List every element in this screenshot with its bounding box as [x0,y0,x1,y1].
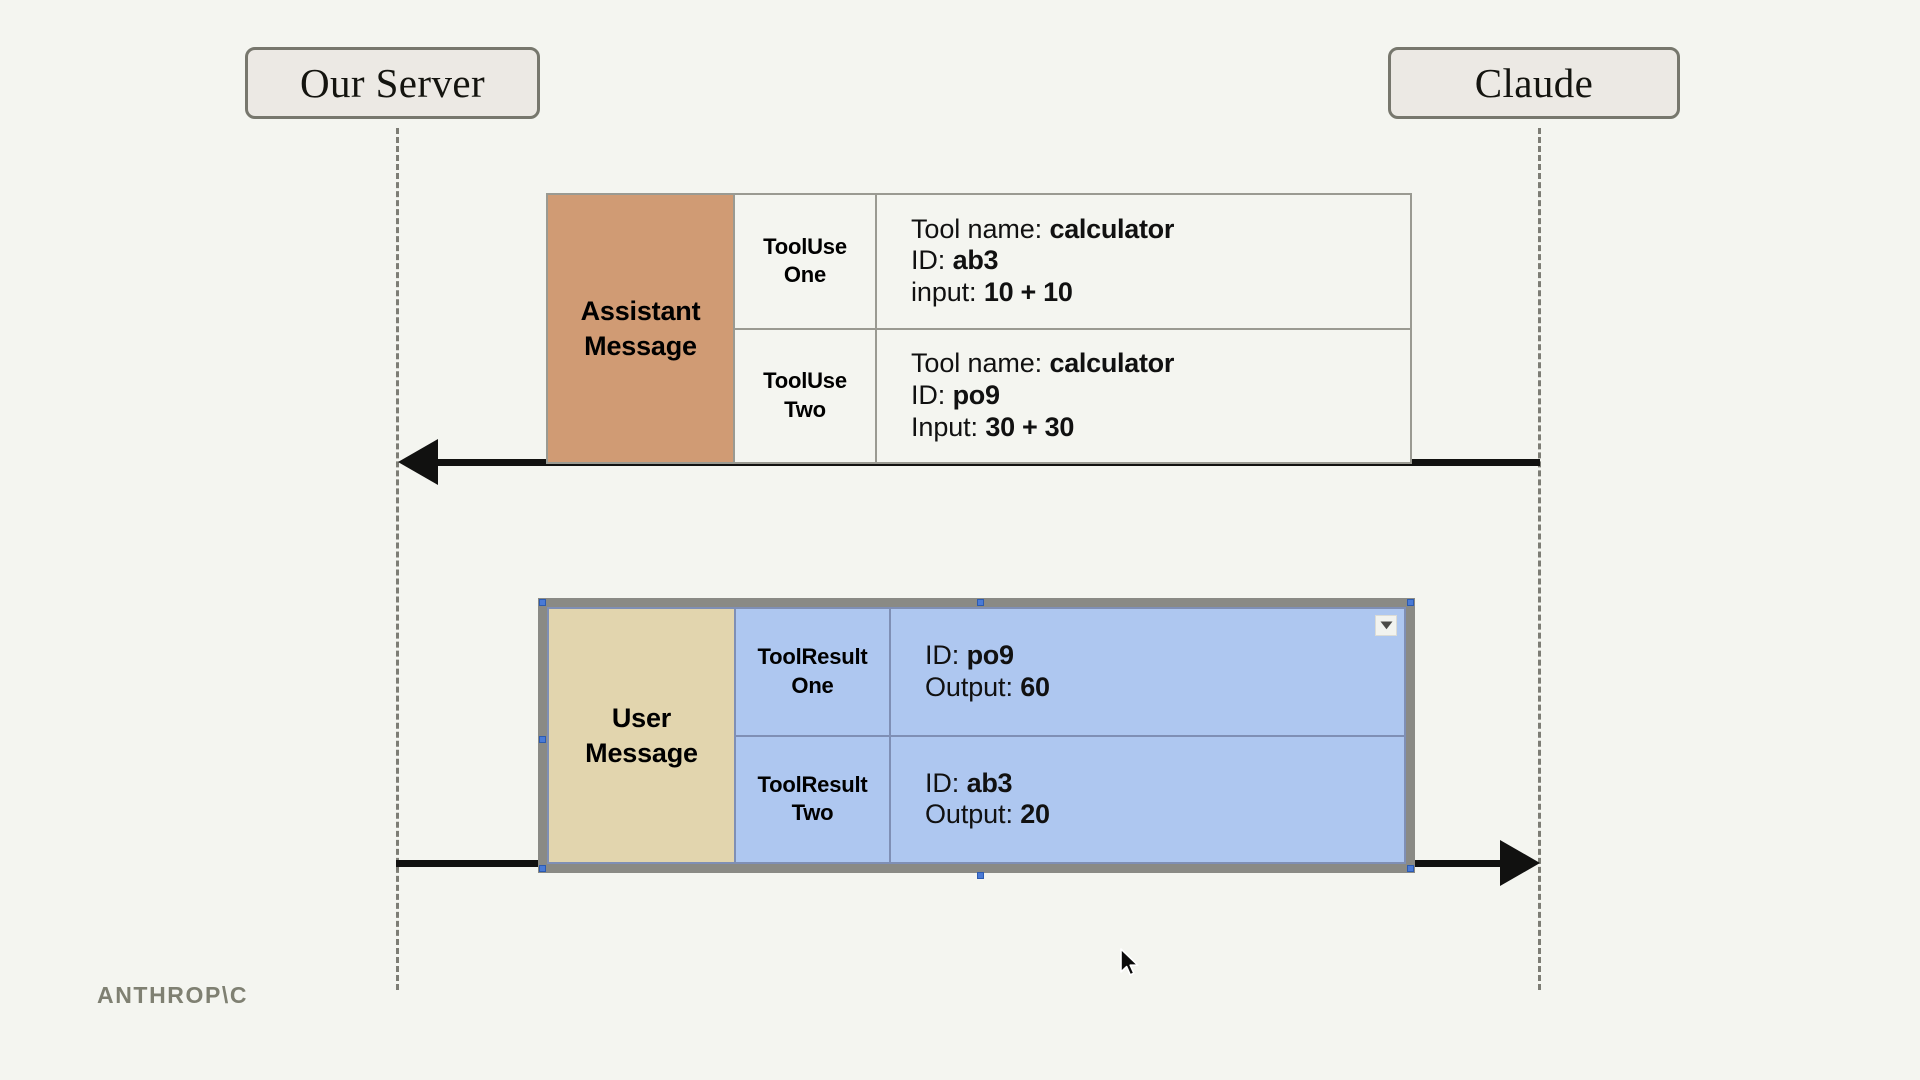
tool-use-two-input-value: 30 + 30 [985,411,1075,442]
tool-use-one-id: ID: ab3 [911,245,1410,277]
selection-handle-corner-bottom-right[interactable] [1407,865,1414,872]
tool-use-two-tool-name-value: calculator [1049,348,1175,379]
assistant-message-label-line2: Message [584,330,697,361]
assistant-message-rows: ToolUse One Tool name: calculator ID: ab… [735,195,1410,462]
selection-handle-bottom-3[interactable] [976,872,984,879]
assistant-message-label: Assistant Message [548,195,735,462]
selection-handle-left-3[interactable] [539,735,546,743]
arrow-cursor [1120,948,1139,976]
tool-use-one-title-line2: One [783,262,827,288]
chevron-down-icon [1380,621,1392,630]
tool-use-one-input-prefix: input: [911,277,984,308]
tool-use-one-input-value: 10 + 10 [983,277,1073,308]
selection-handle-corner-bottom-left[interactable] [539,865,546,872]
tool-result-two-output-value: 20 [1020,799,1050,830]
tool-use-one-tool-name-value: calculator [1049,213,1175,244]
user-message-rows: ToolResult One ID: po9 Output: 60 [736,609,1404,862]
tool-use-two-title: ToolUse Two [735,329,877,462]
tool-result-one-title-line2: One [791,672,834,698]
tool-use-one-row[interactable]: ToolUse One Tool name: calculator ID: ab… [735,195,1410,328]
tool-result-two-id: ID: ab3 [925,768,1404,800]
tool-use-two-row[interactable]: ToolUse Two Tool name: calculator ID: po… [735,327,1410,463]
tool-use-one-id-prefix: ID: [911,245,953,276]
selection-handle-corner-top-left[interactable] [539,599,546,606]
lifeline-our-server [396,128,399,990]
assistant-message-label-line1: Assistant [580,295,701,326]
tool-use-two-id-prefix: ID: [911,379,953,410]
tool-use-one-body: Tool name: calculator ID: ab3 input: 10 … [877,195,1410,328]
actor-box-claude[interactable]: Claude [1388,47,1680,119]
tool-use-two-tool-name: Tool name: calculator [911,348,1410,380]
tool-use-one-title: ToolUse One [735,195,877,328]
tool-use-two-input-prefix: Input: [911,411,986,442]
tool-result-two-title-line2: Two [791,800,834,826]
assistant-message-block[interactable]: Assistant Message ToolUse One Tool name:… [546,193,1412,464]
tool-result-two-output-prefix: Output: [925,799,1021,830]
tool-result-one-body: ID: po9 Output: 60 [891,609,1404,735]
tool-result-one-output-value: 60 [1020,671,1050,702]
tool-result-two-title: ToolResult Two [736,736,891,862]
tool-use-one-tool-name: Tool name: calculator [911,214,1410,246]
tool-result-one-output-prefix: Output: [925,671,1021,702]
user-message-label-line2: Message [585,737,698,768]
actor-box-our-server[interactable]: Our Server [245,47,540,119]
user-message-label-line1: User [611,702,672,733]
tool-result-two-output: Output: 20 [925,799,1404,831]
tool-use-two-id: ID: po9 [911,380,1410,412]
user-message-label: User Message [549,609,736,862]
tool-result-one-output: Output: 60 [925,672,1404,704]
user-message-selection-frame[interactable]: User Message ToolResult One ID: po9 [538,598,1415,879]
tool-use-two-title-line1: ToolUse [763,368,847,394]
tool-use-two-input: Input: 30 + 30 [911,412,1410,444]
tool-result-two-body: ID: ab3 Output: 20 [891,737,1404,863]
tool-result-one-id: ID: po9 [925,640,1404,672]
anthropic-watermark: ANTHROP\C [97,982,249,1008]
tool-result-two-id-prefix: ID: [925,767,967,798]
tool-use-two-body: Tool name: calculator ID: po9 Input: 30 … [877,330,1410,463]
user-message-arrow-head [1500,840,1540,886]
tool-result-one-title-line1: ToolResult [757,644,868,670]
lifeline-claude [1538,128,1541,990]
actor-label-claude: Claude [1474,60,1594,106]
tool-result-one-id-value: po9 [966,640,1014,671]
tool-result-two-title-line1: ToolResult [757,771,868,797]
tool-use-one-tool-name-prefix: Tool name: [911,213,1050,244]
user-message-block[interactable]: User Message ToolResult One ID: po9 [547,607,1406,864]
selection-menu-button[interactable] [1375,615,1397,636]
tool-use-two-id-value: po9 [952,379,1000,410]
tool-use-one-id-value: ab3 [952,245,999,276]
tool-use-one-title-line1: ToolUse [763,233,847,259]
tool-result-two-id-value: ab3 [966,767,1013,798]
actor-label-our-server: Our Server [299,60,486,106]
selection-handle-top-3[interactable] [976,599,984,606]
assistant-message-arrow-head [398,439,438,485]
tool-result-one-row[interactable]: ToolResult One ID: po9 Output: 60 [736,609,1404,735]
tool-result-two-row[interactable]: ToolResult Two ID: ab3 Output: 20 [736,734,1404,863]
tool-use-two-tool-name-prefix: Tool name: [911,348,1050,379]
tool-result-one-id-prefix: ID: [925,640,967,671]
tool-result-one-title: ToolResult One [736,609,891,735]
tool-use-one-input: input: 10 + 10 [911,277,1410,309]
selection-handle-corner-top-right[interactable] [1407,599,1414,606]
tool-use-two-title-line2: Two [784,396,826,422]
